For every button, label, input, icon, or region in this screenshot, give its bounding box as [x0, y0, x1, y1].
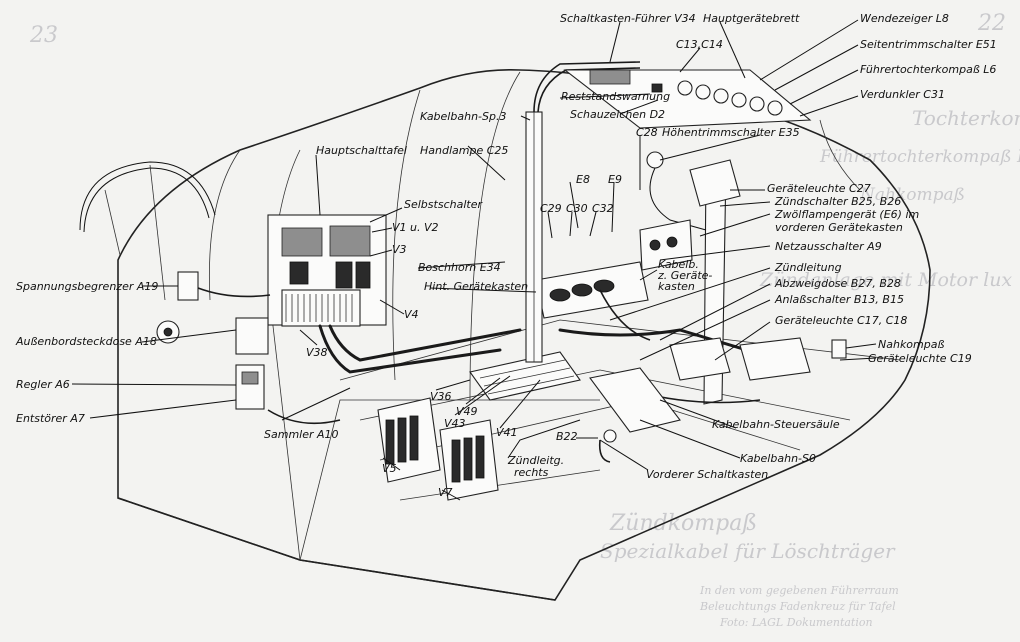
- label-wendezeiger: Wendezeiger L8: [860, 12, 949, 25]
- ghost-line-3: Nahkompaß: [859, 185, 965, 205]
- hauptgeraetebrett: [563, 69, 812, 129]
- ghost-line-8: Beleuchtungs Fadenkreuz für Tafel: [699, 600, 896, 613]
- leader-lines: [71, 19, 877, 501]
- label-abzweigdose: Abzweigdose B27, B28: [774, 277, 901, 290]
- label-zuendleitg-2: rechts: [514, 466, 549, 479]
- page-number-right: 22: [977, 11, 1006, 36]
- label-entstoerer: Entstörer A7: [16, 412, 85, 425]
- label-v7: V7: [438, 486, 453, 499]
- label-hauptschalttafel: Hauptschalttafel: [316, 144, 407, 157]
- label-kabelbahn-s0: Kabelbahn-S0: [740, 452, 816, 465]
- hint-geraetekasten: [469, 261, 649, 401]
- label-kabelb-1: Kabelb.: [658, 258, 699, 271]
- label-v4: V4: [404, 308, 419, 321]
- hauptschalttafel-panel: [267, 214, 522, 374]
- page-number-left: 23: [29, 23, 58, 48]
- label-kabelb-2: z. Geräte-: [657, 269, 712, 282]
- label-v41: V41: [496, 426, 518, 439]
- wall-devices: [156, 271, 341, 425]
- label-e8: E8: [576, 173, 590, 186]
- label-v5: V5: [382, 462, 397, 475]
- label-b22: B22: [556, 430, 578, 443]
- label-c13-c14: C13,C14: [676, 38, 723, 51]
- label-spannungsbegrenzer: Spannungsbegrenzer A19: [16, 280, 158, 293]
- label-v3: V3: [392, 243, 407, 256]
- label-v36: V36: [430, 390, 452, 403]
- label-hauptgeraetebrett: Hauptgerätebrett: [703, 12, 800, 25]
- front-harness: [558, 119, 861, 463]
- ghost-line-6: Spezialkabel für Löschträger: [600, 539, 896, 563]
- label-verdunkler: Verdunkler C31: [860, 88, 945, 101]
- label-aussenbordsteckdose: Außenbordsteckdose A18: [15, 335, 157, 348]
- label-c29: C29: [540, 202, 562, 215]
- label-zuendleitung: Zündleitung: [774, 261, 842, 274]
- label-c30: C30: [566, 202, 588, 215]
- label-schaltkasten-fuehrer: Schaltkasten-Führer V34: [560, 12, 696, 25]
- kabelbahn-sp3: [525, 61, 641, 363]
- label-hoehentrimmschalter: Höhentrimmschalter E35: [662, 126, 800, 139]
- label-v38: V38: [306, 346, 328, 359]
- label-geraeteleuchte-c27: Geräteleuchte C27: [767, 182, 871, 195]
- label-geraeteleuchte-c17: Geräteleuchte C17, C18: [775, 314, 907, 327]
- label-seitentrimmschalter: Seitentrimmschalter E51: [860, 38, 997, 51]
- ghost-line-4: Zündanlage mit Motor lux: [759, 269, 1012, 291]
- label-zwoelflampengeraet-1: Zwölflampengerät (E6) im: [774, 208, 919, 221]
- label-kabelbahn-sp3: Kabelbahn-Sp.3: [420, 110, 506, 123]
- bleed-through-text: 23 22 Tochterkompaß Führertochterkompaß …: [29, 11, 1020, 629]
- label-v49: V49: [456, 405, 478, 418]
- label-sammler: Sammler A10: [264, 428, 339, 441]
- label-e9: E9: [608, 173, 622, 186]
- label-c28: C28: [636, 126, 658, 139]
- label-kabelbahn-steuersaeule: Kabelbahn-Steuersäule: [712, 418, 840, 431]
- label-regler: Regler A6: [16, 378, 70, 391]
- label-kabelb-3: kasten: [658, 280, 695, 293]
- diagram-labels: Schaltkasten-Führer V34 Hauptgerätebrett…: [15, 12, 997, 499]
- label-v43: V43: [444, 417, 466, 430]
- label-schauzeichen: Schauzeichen D2: [570, 108, 665, 121]
- label-reststandswarnung: Reststandswarnung: [561, 90, 670, 103]
- ghost-line-2: Führertochterkompaß L6: [819, 147, 1020, 167]
- label-nahkompass: Nahkompaß: [878, 338, 944, 351]
- label-hint-geraetekasten: Hint. Gerätekasten: [424, 280, 528, 293]
- label-zwoelflampengeraet-2: vorderen Gerätekasten: [775, 221, 903, 234]
- label-fuehrertochterkompass: Führertochterkompaß L6: [860, 63, 996, 76]
- label-vorderer-schaltkasten: Vorderer Schaltkasten: [646, 468, 768, 481]
- sammler-battery: [377, 397, 499, 501]
- label-zuendschalter-b25: Zündschalter B25, B26: [774, 195, 901, 208]
- label-netzausschalter: Netzausschalter A9: [775, 240, 882, 253]
- label-selbstschalter: Selbstschalter: [404, 198, 483, 211]
- label-geraeteleuchte-c19: Geräteleuchte C19: [868, 352, 972, 365]
- ghost-line-9: Foto: LAGL Dokumentation: [719, 616, 873, 629]
- label-anlassschalter: Anlaßschalter B13, B15: [774, 293, 904, 306]
- ghost-line-7: In den vom gegebenen Führerraum: [699, 584, 899, 597]
- label-zuendleitg-1: Zündleitg.: [507, 454, 564, 467]
- label-handlampe: Handlampe C25: [420, 144, 508, 157]
- label-c32: C32: [592, 202, 614, 215]
- label-boschhorn: Boschhorn E34: [418, 261, 501, 274]
- label-v1-v2: V1 u. V2: [392, 221, 439, 234]
- ghost-line-1: Tochterkompaß: [912, 106, 1020, 130]
